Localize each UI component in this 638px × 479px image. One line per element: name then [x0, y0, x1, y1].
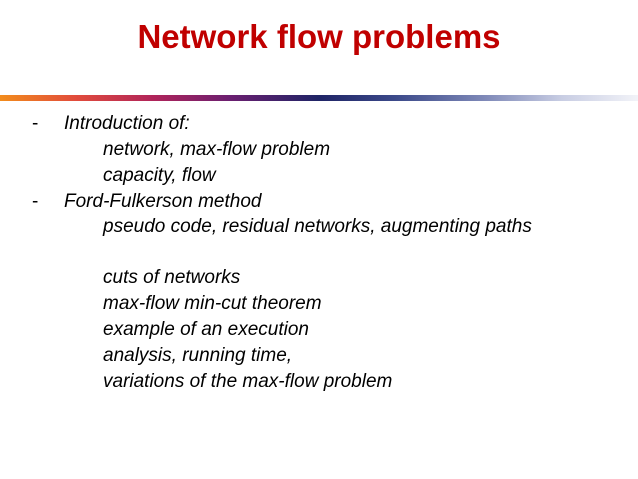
- list-item: pseudo code, residual networks, augmenti…: [103, 216, 532, 237]
- list-item: network, max-flow problem: [103, 139, 331, 160]
- slide-title: Network flow problems: [137, 18, 501, 55]
- list-item: max-flow min-cut theorem: [103, 293, 322, 314]
- list-item: variations of the max-flow problem: [103, 371, 393, 392]
- list-item: analysis, running time,: [103, 345, 293, 366]
- bullet-marker: -: [32, 191, 39, 212]
- title-divider: [0, 95, 638, 101]
- section-heading: Ford-Fulkerson method: [64, 191, 262, 212]
- list-item: capacity, flow: [103, 165, 216, 186]
- section-heading: Introduction of:: [64, 113, 190, 134]
- list-item: example of an execution: [103, 319, 309, 340]
- bullet-marker: -: [32, 113, 39, 134]
- list-item: cuts of networks: [103, 267, 241, 288]
